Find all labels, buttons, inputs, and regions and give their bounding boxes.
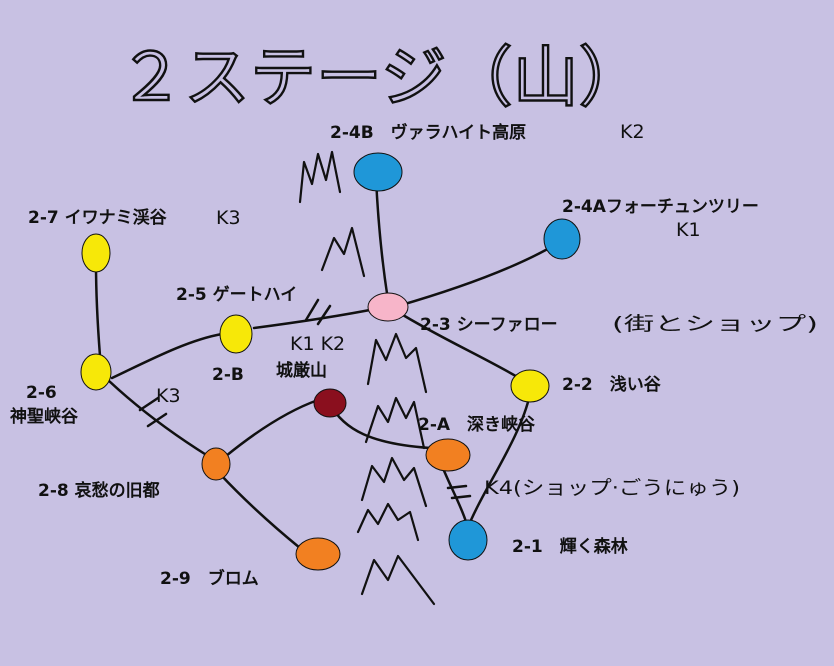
mountain-icon bbox=[360, 456, 428, 508]
label-2-B: 2-B bbox=[212, 365, 244, 385]
note-shop-2-3: (街とショップ) bbox=[612, 313, 818, 335]
tick-mark bbox=[446, 484, 472, 500]
node-2-1[interactable] bbox=[448, 519, 488, 561]
node-2-A[interactable] bbox=[425, 438, 471, 472]
node-2-4A[interactable] bbox=[543, 218, 581, 260]
node-labels: 2-4B ヴァラハイト高原 2-4Aフォーチュンツリー 2-7 イワナミ渓谷 2… bbox=[10, 122, 759, 589]
mountain-icon bbox=[364, 396, 426, 450]
tick-mark bbox=[138, 396, 168, 428]
label-castle: 城厳山 bbox=[276, 360, 327, 381]
node-2-9[interactable] bbox=[295, 537, 341, 571]
route-line bbox=[94, 262, 102, 358]
route-line bbox=[218, 472, 302, 550]
handwritten-notes: K2 K1 K3 K1 K2 K3 K4(ショップ·ごうにゅう) (街とショップ… bbox=[156, 121, 818, 499]
page-title: ２ステージ（山） bbox=[118, 39, 645, 116]
node-2-6[interactable] bbox=[80, 353, 112, 391]
note-k4: K4(ショップ·ごうにゅう) bbox=[484, 477, 740, 499]
route-line bbox=[106, 378, 210, 458]
node-2-5[interactable] bbox=[219, 314, 253, 354]
stage-nodes bbox=[80, 152, 581, 571]
label-2-3: 2-3 シーファロー bbox=[420, 315, 558, 335]
mountain-icon bbox=[360, 554, 436, 606]
label-2-6: 2-6 bbox=[26, 383, 57, 403]
label-2-4A: 2-4Aフォーチュンツリー bbox=[562, 197, 759, 217]
route-line bbox=[252, 306, 382, 330]
node-2-4B[interactable] bbox=[353, 152, 403, 192]
route-line bbox=[374, 176, 390, 302]
label-2-1: 2-1 輝く森林 bbox=[512, 536, 628, 557]
mountain-icon bbox=[366, 332, 428, 394]
note-k2-top: K2 bbox=[620, 121, 645, 143]
route-line bbox=[464, 392, 532, 534]
label-2-6-sub: 神聖峡谷 bbox=[10, 406, 79, 427]
node-2-7[interactable] bbox=[81, 233, 111, 273]
node-castle[interactable] bbox=[313, 388, 347, 418]
mountain-icon bbox=[356, 502, 420, 542]
note-k3-mid: K3 bbox=[156, 385, 181, 407]
route-line bbox=[396, 240, 562, 308]
route-line bbox=[224, 398, 320, 458]
label-2-A: 2-A 深き峡谷 bbox=[418, 414, 536, 435]
mountain-icon bbox=[298, 150, 342, 204]
route-line bbox=[110, 332, 224, 380]
label-2-2: 2-2 浅い谷 bbox=[562, 374, 662, 395]
label-2-9: 2-9 ブロム bbox=[160, 568, 259, 589]
note-k3-left: K3 bbox=[216, 207, 241, 229]
route-lines bbox=[94, 176, 562, 550]
mountain-icon bbox=[320, 226, 366, 278]
label-2-4B: 2-4B ヴァラハイト高原 bbox=[330, 122, 526, 143]
label-2-7: 2-7 イワナミ渓谷 bbox=[28, 207, 168, 228]
label-2-5: 2-5 ゲートハイ bbox=[176, 284, 297, 305]
label-2-8: 2-8 哀愁の旧都 bbox=[38, 480, 160, 501]
node-2-2[interactable] bbox=[510, 369, 550, 403]
node-2-3[interactable] bbox=[367, 292, 409, 322]
tick-mark bbox=[304, 298, 332, 326]
route-line bbox=[396, 310, 528, 384]
note-k1-right: K1 bbox=[676, 219, 701, 241]
note-k1k2-mid: K1 K2 bbox=[290, 333, 345, 355]
mountain-drawings bbox=[298, 150, 436, 606]
node-2-8[interactable] bbox=[201, 447, 231, 481]
